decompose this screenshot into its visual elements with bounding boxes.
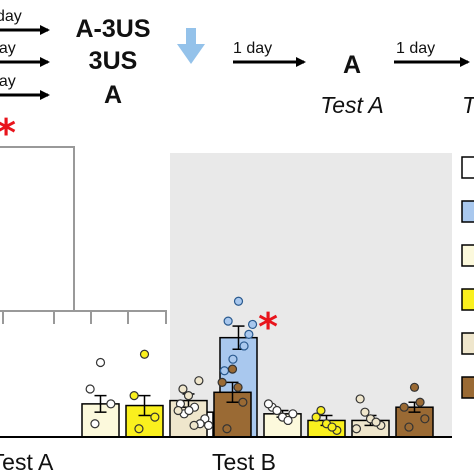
point-yellow-group-2-2 xyxy=(311,412,321,422)
point-beige-group-2-2 xyxy=(355,394,365,404)
point-cream-group-2-5 xyxy=(283,415,293,426)
group-label-test-b: Test B xyxy=(212,449,276,474)
point-beige-group-1-1 xyxy=(183,391,194,401)
left-day-label: day xyxy=(0,8,22,25)
point-beige-group-1-3 xyxy=(194,376,204,386)
test-a-caption: Test A xyxy=(320,92,384,118)
point-brown-group-2-3 xyxy=(420,414,430,424)
point-blue-group-2-4 xyxy=(228,354,238,364)
legend-swatch-white xyxy=(461,156,474,179)
condition-label-a: A xyxy=(104,81,122,109)
point-beige-group-2-4 xyxy=(360,407,370,417)
down-arrow-icon xyxy=(177,28,205,64)
point-cream-group-1-2 xyxy=(85,384,95,394)
point-beige-group-1-5 xyxy=(189,420,199,431)
point-white-group-2-7 xyxy=(203,420,214,431)
point-beige-group-2-5 xyxy=(371,417,381,427)
point-cream-group-1-1 xyxy=(95,357,106,368)
point-yellow-group-1-3 xyxy=(150,412,160,422)
point-cream-group-1-3 xyxy=(106,399,116,409)
group-label-test-a: Test A xyxy=(0,449,54,474)
point-beige-group-1-4 xyxy=(178,384,188,394)
point-brown-group-2-1 xyxy=(409,382,420,392)
test-b-partial-caption: T xyxy=(462,92,474,118)
point-blue-group-2-7 xyxy=(247,319,258,330)
condition-label-a3us: A-3US xyxy=(75,15,150,43)
day-label-2: 1 day xyxy=(396,40,435,57)
legend-swatch-beige xyxy=(461,332,474,355)
point-blue-group-2-6 xyxy=(219,366,230,376)
point-brown-group-1-4 xyxy=(222,424,232,434)
point-brown-group-2-5 xyxy=(415,397,425,407)
point-brown-group-1-2 xyxy=(217,377,227,387)
point-cream-group-2-4 xyxy=(272,405,282,416)
significance-star-a: * xyxy=(0,111,16,155)
legend xyxy=(461,156,474,399)
point-brown-group-1-3 xyxy=(238,397,248,407)
test-b-background xyxy=(170,153,452,437)
point-yellow-group-1-2 xyxy=(129,391,139,401)
legend-swatch-yellow xyxy=(461,288,474,311)
point-blue-group-2-2 xyxy=(223,316,233,326)
point-blue-group-2-5 xyxy=(239,341,249,351)
point-cream-group-1-4 xyxy=(90,419,100,429)
point-yellow-group-1-1 xyxy=(139,349,150,359)
point-beige-group-2-6 xyxy=(351,424,362,434)
point-cream-group-2-6 xyxy=(263,399,274,409)
condition-label-3us: 3US xyxy=(89,47,138,75)
point-brown-group-1-5 xyxy=(233,382,243,392)
point-blue-group-2-3 xyxy=(244,329,254,339)
point-yellow-group-1-4 xyxy=(134,424,144,434)
point-blue-group-2-1 xyxy=(233,296,244,306)
protocol-schematic: day day day A-3US 3US A 1 day A 1 day Te… xyxy=(0,8,474,118)
point-white-group-2-4 xyxy=(184,405,194,416)
legend-swatch-blue xyxy=(461,200,474,223)
point-brown-group-2-2 xyxy=(399,402,409,412)
significance-star-b: * xyxy=(258,305,278,349)
data-points xyxy=(85,296,430,435)
point-beige-group-1-2 xyxy=(173,405,183,416)
bar-chart: * * Test A Test B xyxy=(0,111,474,474)
legend-swatch-brown xyxy=(461,376,474,399)
significance-bracket xyxy=(0,146,167,324)
point-yellow-group-2-4 xyxy=(316,405,326,416)
point-brown-group-2-4 xyxy=(404,422,414,432)
left-day-label-3: day xyxy=(0,73,16,90)
point-brown-group-1-1 xyxy=(227,364,238,374)
day-label-1: 1 day xyxy=(233,40,272,57)
context-label: A xyxy=(343,51,361,79)
left-day-label-2: day xyxy=(0,40,16,57)
legend-swatch-cream xyxy=(461,244,474,267)
point-cream-group-2-3 xyxy=(288,409,298,419)
point-yellow-group-2-5 xyxy=(327,422,337,432)
